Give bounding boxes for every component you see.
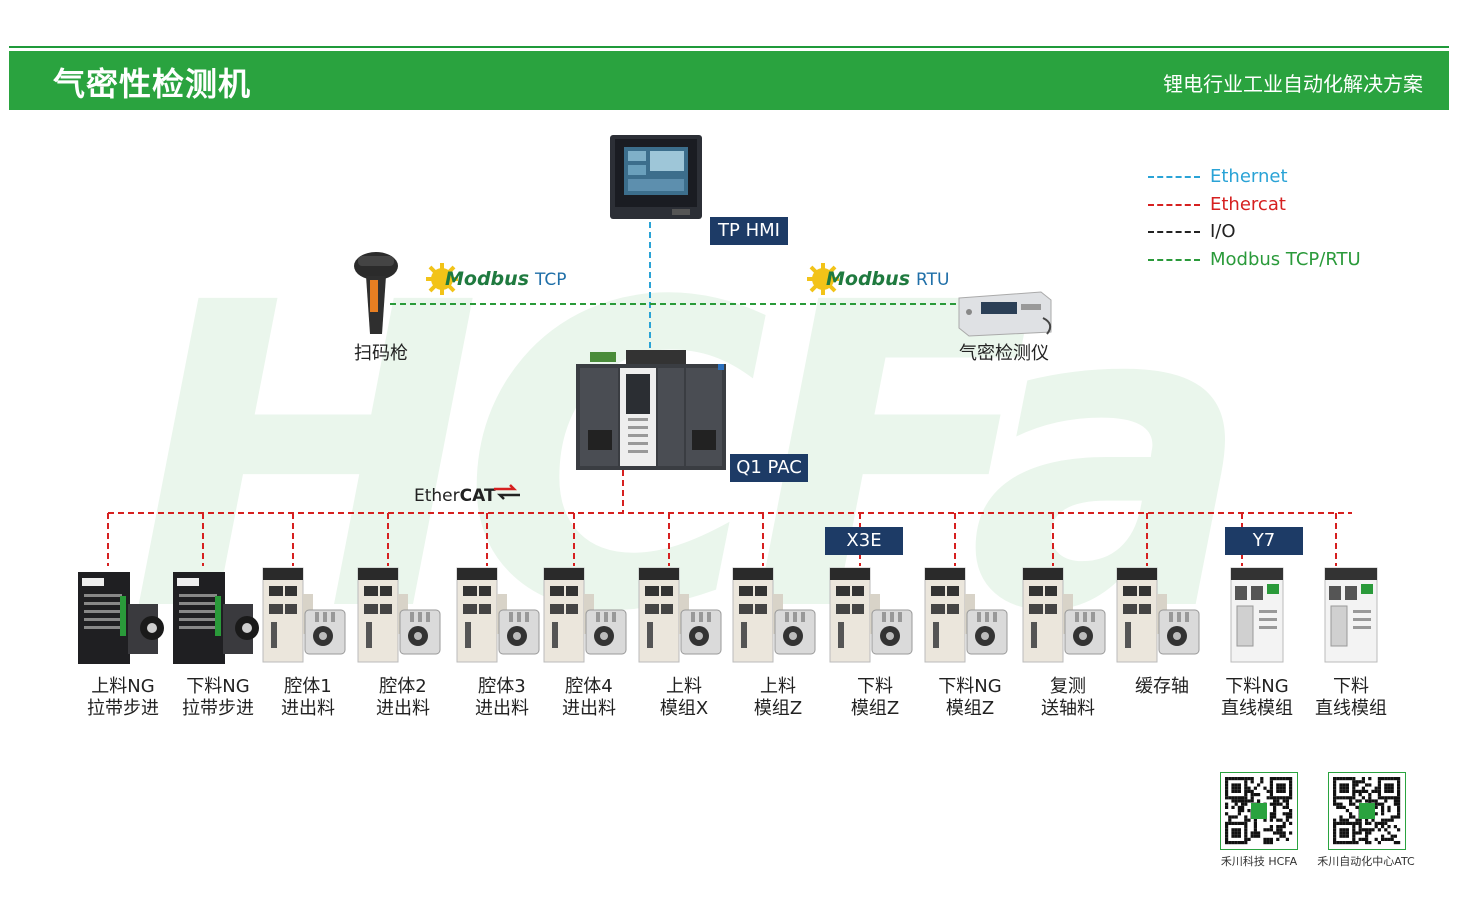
drive-label-line1: 腔体2: [379, 676, 427, 697]
series-tag-y7: Y7: [1225, 527, 1303, 555]
modbus-rtu-logo: Modbus RTU: [806, 262, 956, 296]
modbus-tcp-logo: Modbus TCP: [425, 262, 575, 296]
drive-label-line1: 上料: [666, 676, 702, 697]
drive-label-line1: 下料NG: [186, 676, 250, 697]
drive-label-line1: 上料NG: [91, 676, 155, 697]
drive-label-line2: 模组X: [659, 698, 709, 719]
modbus-tcp-suffix: TCP: [535, 270, 567, 290]
drive-label: 缓存轴: [1112, 676, 1212, 698]
drive-label-line2: 进出料: [376, 698, 430, 719]
qr-label-atc: 禾川自动化中心ATC: [1317, 855, 1415, 868]
drive-label-line2: 模组Z: [850, 698, 900, 719]
header-rule: [9, 46, 1449, 48]
legend-swatch: [1148, 258, 1200, 261]
hmi-panel-icon: [610, 135, 702, 219]
drive-label-line1: 腔体4: [565, 676, 613, 697]
drive-label-line2: 进出料: [475, 698, 529, 719]
drive-label-line1: 下料NG: [938, 676, 1002, 697]
servo-drive-icon: [455, 564, 545, 668]
drive-label-line1: 下料: [857, 676, 893, 697]
drive-label-line2: 进出料: [281, 698, 335, 719]
barcode-scanner-icon: [354, 252, 398, 334]
ethercat-arrows-icon: [494, 484, 520, 500]
drive-label-line1: 腔体1: [284, 676, 332, 697]
drive-label-line2: 拉带步进: [182, 698, 254, 719]
scanner-label: 扫码枪: [354, 343, 408, 364]
drive-label: 复测送轴料: [1018, 676, 1118, 720]
servo-drive-icon: [923, 564, 1013, 668]
hmi-tag: TP HMI: [710, 217, 788, 245]
servo-drive-icon: [731, 564, 821, 668]
drive-label-line2: 直线模组: [1315, 698, 1387, 719]
drive-label-line1: 缓存轴: [1135, 676, 1189, 697]
linear-drive-icon: [1227, 564, 1287, 668]
drive-label-line2: 直线模组: [1221, 698, 1293, 719]
servo-drive-icon: [542, 564, 632, 668]
stepper-drive-icon: [171, 568, 261, 668]
drive-label-line1: 复测: [1050, 676, 1086, 697]
page-title: 气密性检测机: [53, 65, 252, 103]
qr-pattern-icon: [1333, 777, 1401, 845]
drive-label-line2: 送轴料: [1041, 698, 1095, 719]
drive-label: 下料直线模组: [1301, 676, 1401, 720]
drive-label: 上料模组X: [634, 676, 734, 720]
drive-label-line2: 进出料: [562, 698, 616, 719]
servo-drive-icon: [1021, 564, 1111, 668]
modbus-rtu-suffix: RTU: [916, 270, 950, 290]
drive-label-line1: 腔体3: [478, 676, 526, 697]
legend-label: Ethernet: [1210, 166, 1288, 187]
legend-swatch: [1148, 176, 1200, 178]
drive-label-line2: 拉带步进: [87, 698, 159, 719]
legend-swatch: [1148, 231, 1200, 233]
modbus-rtu-brand: Modbus: [826, 268, 910, 290]
servo-drive-icon: [261, 564, 351, 668]
drive-label-line1: 下料: [1333, 676, 1369, 697]
pac-controller-icon: [576, 350, 726, 470]
legend-label: Ethercat: [1210, 193, 1286, 215]
servo-drive-icon: [356, 564, 446, 668]
qr-code-atc: [1328, 772, 1406, 850]
drive-label-line1: 下料NG: [1225, 676, 1289, 697]
tester-label: 气密检测仪: [959, 343, 1049, 364]
qr-pattern-icon: [1225, 777, 1293, 845]
legend-label: I/O: [1210, 221, 1236, 242]
ethercat-logo: EtherCAT: [414, 484, 520, 508]
ethercat-suffix: CAT: [459, 486, 496, 506]
drive-label: 下料模组Z: [825, 676, 925, 720]
stepper-drive-icon: [76, 568, 166, 668]
qr-label-hcfa: 禾川科技 HCFA: [1220, 855, 1298, 868]
servo-drive-icon: [1115, 564, 1205, 668]
drive-label-line2: 模组Z: [753, 698, 803, 719]
modbus-gear-icon: [807, 263, 839, 295]
legend-label: Modbus TCP/RTU: [1210, 248, 1361, 270]
modbus-gear-icon: [426, 263, 458, 295]
servo-drive-icon: [828, 564, 918, 668]
header-banner: 气密性检测机 锂电行业工业自动化解决方案: [9, 51, 1449, 110]
leak-tester-icon: [958, 291, 1052, 337]
ethercat-prefix: Ether: [414, 486, 460, 506]
drive-label-line2: 模组Z: [945, 698, 995, 719]
page-subtitle: 锂电行业工业自动化解决方案: [1163, 72, 1423, 96]
legend-swatch: [1148, 203, 1200, 206]
modbus-tcp-brand: Modbus: [445, 268, 529, 290]
qr-code-hcfa: [1220, 772, 1298, 850]
ethercat-drops: [107, 513, 1337, 566]
servo-drive-icon: [637, 564, 727, 668]
drive-label-line1: 上料: [760, 676, 796, 697]
drive-label: 上料模组Z: [728, 676, 828, 720]
linear-drive-icon: [1321, 564, 1381, 668]
pac-tag: Q1 PAC: [730, 454, 808, 482]
series-tag-x3e: X3E: [825, 527, 903, 555]
